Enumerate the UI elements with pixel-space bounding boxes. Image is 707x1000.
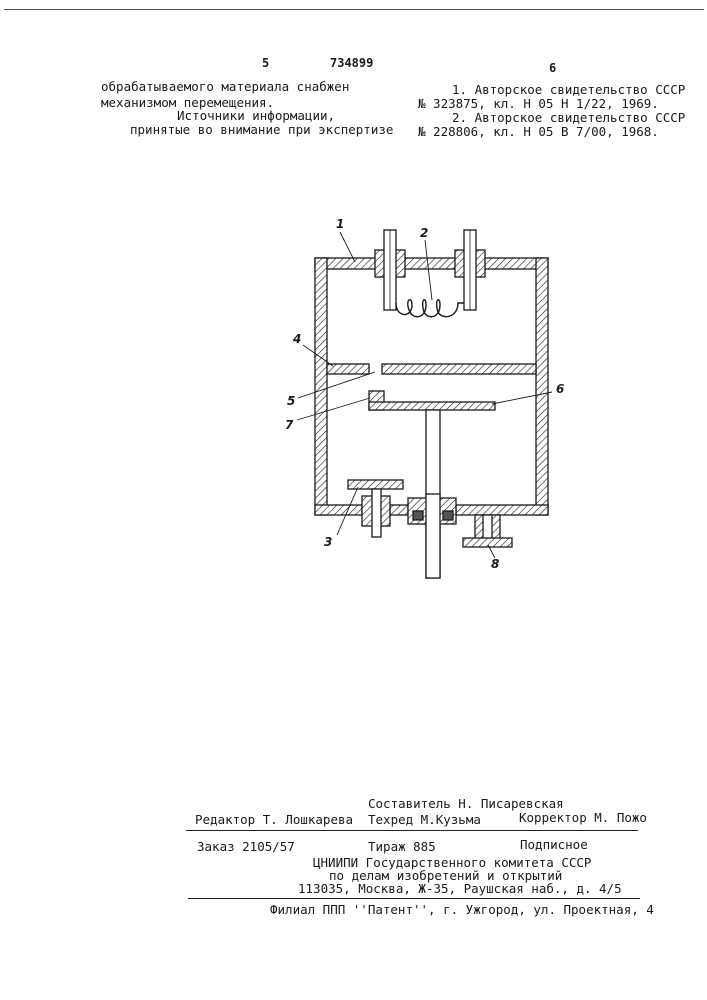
housing-bottom-wall-middle xyxy=(390,505,408,515)
label-6: 6 xyxy=(556,382,564,396)
housing-bottom-wall-left xyxy=(315,505,362,515)
diaphragm-left-part xyxy=(327,364,369,374)
label-5: 5 xyxy=(287,394,295,408)
electrode-rod xyxy=(372,489,381,537)
branch-address: Филиал ППП ''Патент'', г. Ужгород, ул. П… xyxy=(270,902,654,918)
seal-ring-left xyxy=(413,511,423,520)
rod-seal xyxy=(408,494,456,578)
label-7: 7 xyxy=(285,418,294,432)
diaphragm-right-part xyxy=(382,364,536,374)
label-4: 4 xyxy=(292,332,301,346)
circulation: Тираж 885 xyxy=(368,839,436,855)
diaphragm xyxy=(327,364,536,374)
housing-top-wall xyxy=(315,258,548,269)
imprint-rule-bottom xyxy=(188,898,640,899)
flange-base xyxy=(463,538,512,547)
target-holder-plate xyxy=(369,402,495,410)
label-2: 2 xyxy=(420,226,428,240)
pump-flange xyxy=(463,515,512,547)
tech-editor: Техред М.Кузьма xyxy=(368,812,481,828)
corrector: Корректор М. Пожо xyxy=(519,810,647,826)
org-address: 113035, Москва, Ж-35, Раушская наб., д. … xyxy=(298,881,622,897)
electrode-plate xyxy=(348,480,403,489)
filament-coil xyxy=(396,300,464,317)
label-8: 8 xyxy=(491,557,499,571)
editor: Редактор Т. Лошкарева xyxy=(195,812,353,828)
seal-ring-right xyxy=(443,511,453,520)
imprint-rule-top xyxy=(186,830,638,831)
housing-left-wall xyxy=(315,258,327,515)
label-1: 1 xyxy=(336,217,344,231)
subscription: Подписное xyxy=(520,837,588,853)
housing-bottom-wall-right xyxy=(456,505,548,515)
order-number: Заказ 2105/57 xyxy=(197,839,295,855)
cathode-leads xyxy=(375,230,485,310)
housing-right-wall xyxy=(536,258,548,515)
label-3: 3 xyxy=(324,535,332,549)
